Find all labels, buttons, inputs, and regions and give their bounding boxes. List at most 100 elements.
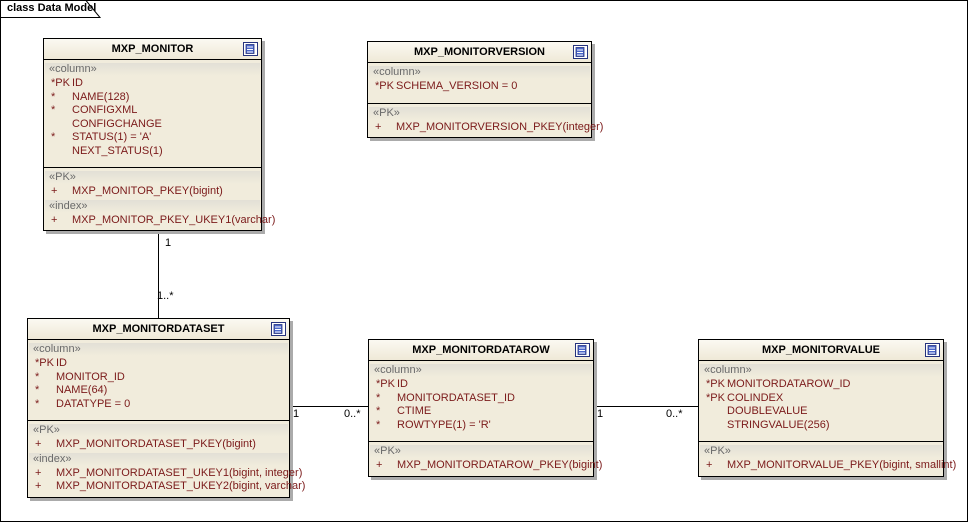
member-text: MXP_MONITORVALUE_PKEY(bigint, smallint): [727, 459, 957, 471]
stereotype-label: «PK»: [29, 424, 288, 437]
stereotype-label: «index»: [29, 452, 288, 466]
member-row: +MXP_MONITORVERSION_PKEY(integer): [368, 121, 603, 135]
member-text: DATATYPE = 0: [56, 397, 131, 410]
member-text: ID: [397, 378, 408, 390]
member-prefix: *: [35, 384, 40, 396]
table-header: MXP_MONITORVALUE: [699, 340, 943, 361]
member-prefix: *: [51, 131, 56, 143]
table-icon: [243, 42, 258, 56]
member-prefix: *: [51, 90, 56, 103]
connector-dataset-datarow[interactable]: [284, 406, 370, 407]
member-text: ID: [56, 357, 67, 369]
member-prefix: *: [376, 391, 381, 404]
table-icon: [925, 343, 940, 357]
member-prefix: *: [35, 370, 40, 383]
member-text: NAME(64): [56, 384, 108, 396]
member-row: * MONITORDATASET_ID: [369, 392, 593, 406]
table-header: MXP_MONITORVERSION: [368, 42, 591, 63]
member-row: + MXP_MONITOR_PKEY_UKEY1(varchar): [44, 213, 275, 228]
member-row: STRINGVALUE(256): [699, 419, 943, 433]
member-text: MONITORDATASET_ID: [397, 391, 515, 404]
member-text: CTIME: [397, 405, 432, 417]
member-prefix: *: [376, 418, 381, 431]
table-title: MXP_MONITORDATAROW: [412, 344, 550, 356]
member-prefix: +: [376, 459, 383, 471]
member-row: + MXP_MONITORDATAROW_PKEY(bigint): [369, 459, 602, 473]
diagram-tab-shape: [0, 0, 102, 18]
stereotype-label: «index»: [45, 199, 260, 213]
member-row: *NAME(128): [44, 91, 261, 105]
operations-compartment: «PK»+ MXP_MONITORDATAROW_PKEY(bigint): [369, 441, 602, 476]
member-text: MXP_MONITOR_PKEY(bigint): [72, 185, 223, 197]
member-text: MONITORDATAROW_ID: [727, 378, 851, 390]
connector-datarow-value[interactable]: [588, 406, 700, 407]
multiplicity-label: 1: [165, 237, 172, 249]
member-prefix: *PK: [376, 378, 395, 390]
stereotype-label: «column»: [700, 364, 942, 377]
member-text: CONFIGXML: [72, 104, 138, 116]
member-text: MXP_MONITORVERSION_PKEY(integer): [396, 120, 604, 133]
member-text: DOUBLEVALUE: [727, 405, 808, 417]
member-row: NEXT_STATUS(1): [44, 145, 261, 159]
table-title: MXP_MONITOR: [111, 43, 194, 55]
member-text: SCHEMA_VERSION = 0: [396, 80, 518, 92]
table-title: MXP_MONITORVERSION: [413, 46, 545, 58]
member-prefix: +: [35, 438, 42, 450]
member-text: MXP_MONITORDATASET_UKEY2(bigint, varchar…: [56, 480, 306, 492]
stereotype-label: «column»: [369, 66, 590, 79]
table-header: MXP_MONITOR: [44, 39, 261, 60]
operations-compartment: «PK»+MXP_MONITORVERSION_PKEY(integer): [368, 102, 603, 138]
stereotype-label: «column»: [29, 343, 288, 356]
member-prefix: [51, 145, 72, 159]
member-text: CONFIGCHANGE: [72, 117, 162, 130]
member-row: +MXP_MONITORDATASET_UKEY2(bigint, varcha…: [28, 480, 305, 494]
table-icon: [271, 322, 286, 336]
multiplicity-label: 1: [293, 408, 300, 420]
stereotype-label: «PK»: [369, 106, 590, 120]
member-text: MXP_MONITOR_PKEY_UKEY1(varchar): [72, 213, 276, 226]
operations-compartment: «PK»+MXP_MONITOR_PKEY(bigint)«index»+MXP…: [44, 167, 275, 230]
operations-compartment: «PK»+ MXP_MONITORDATASET_PKEY(bigint) «ind…: [28, 420, 305, 497]
member-text: MONITOR_ID: [56, 370, 125, 383]
member-text: STRINGVALUE(256): [727, 418, 830, 431]
multiplicity-label: 1: [597, 408, 604, 420]
member-prefix: [51, 118, 72, 132]
member-row: *CTIME: [369, 405, 593, 419]
member-prefix: *: [51, 104, 56, 116]
member-text: MXP_MONITORDATAROW_PKEY(bigint): [397, 459, 603, 471]
member-prefix: *PK: [51, 77, 70, 89]
member-prefix: +: [51, 213, 58, 226]
operations-compartment: «PK»+MXP_MONITORVALUE_PKEY(bigint, small…: [699, 441, 956, 476]
member-prefix: *: [35, 397, 40, 410]
stereotype-label: «PK»: [370, 445, 592, 458]
member-prefix: *PK: [706, 391, 725, 404]
connector-monitor-dataset[interactable]: [158, 225, 159, 320]
multiplicity-label: 0..*: [666, 408, 683, 420]
member-prefix: [706, 405, 727, 419]
member-text: MXP_MONITORDATASET_PKEY(bigint): [56, 438, 256, 450]
member-row: * MONITOR_ID: [28, 371, 289, 385]
table-icon: [573, 45, 588, 59]
member-row: +MXP_MONITORDATASET_UKEY1(bigint, intege…: [28, 467, 302, 481]
diagram-tab: class Data Model: [0, 0, 104, 24]
member-text: ROWTYPE(1) = 'R': [397, 418, 491, 431]
diagram-tab-label: class Data Model: [7, 2, 97, 14]
member-row: * CONFIGXML: [44, 104, 261, 118]
member-prefix: *PK: [706, 378, 725, 390]
table-header: MXP_MONITORDATASET: [28, 319, 289, 340]
multiplicity-label: 0..*: [344, 408, 361, 420]
